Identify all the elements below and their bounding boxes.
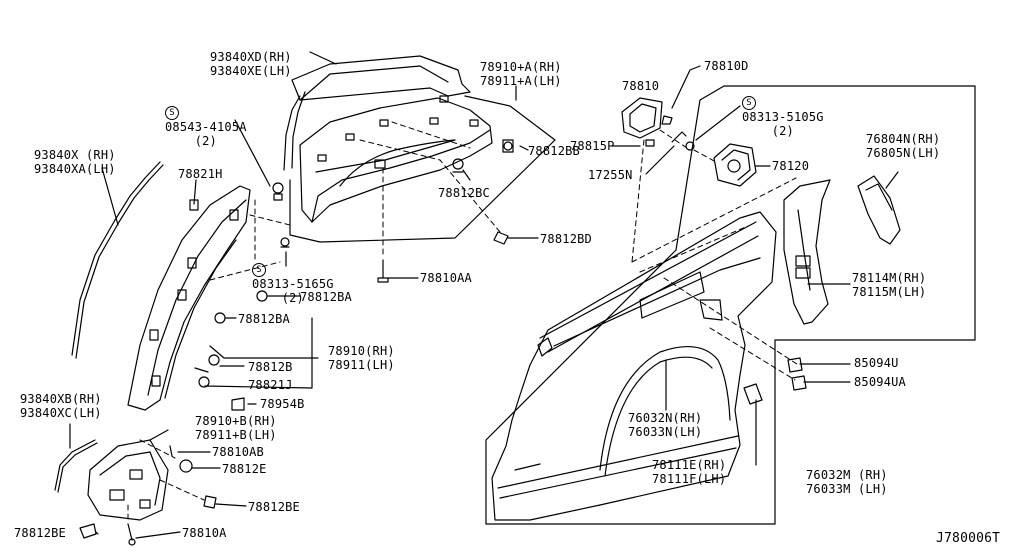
label-78812e: 78812E — [222, 462, 267, 476]
label-78810: 78810 — [622, 79, 660, 93]
thin-molding-93840x — [71, 161, 164, 359]
label-78812bc: 78812BC — [438, 186, 490, 200]
label-93840xb: 93840XB(RH)93840XC(LH) — [20, 392, 102, 420]
screw-78810aa — [377, 259, 389, 283]
label-78821j: 78821J — [248, 378, 293, 392]
dashed-guides-lower-left — [127, 439, 205, 523]
label-78120: 78120 — [772, 159, 810, 173]
label-17255n: 17255N — [588, 168, 633, 182]
label-78111e: 78111E(RH)78111F(LH) — [652, 458, 727, 486]
label-78812be-right: 78812BE — [248, 500, 300, 514]
splash-guard-78910b — [79, 439, 217, 546]
label-93840xd: 93840XD(RH)93840XE(LH) — [210, 50, 292, 78]
label-76804n: 76804N(RH)76805N(LH) — [866, 132, 941, 160]
trim-76804n — [857, 171, 901, 245]
label-85094ua: 85094UA — [854, 375, 906, 389]
inner-panel-78910a — [299, 95, 493, 223]
screw-mark-icon: S — [252, 263, 266, 277]
label-78114m: 78114M(RH)78115M(LH) — [852, 271, 927, 299]
label-78815p: 78815P — [570, 139, 615, 153]
label-78910: 78910(RH)78911(LH) — [328, 344, 395, 372]
label-78821h: 78821H — [178, 167, 223, 181]
arch-molding-78910 — [127, 185, 251, 411]
label-78812bd: 78812BD — [540, 232, 592, 246]
thin-strip-93840xb — [54, 423, 98, 493]
label-78910a: 78910+A(RH)78911+A(LH) — [480, 60, 562, 88]
label-78810d: 78810D — [704, 59, 749, 73]
label-78812bb: 78812BB — [528, 144, 580, 158]
fasteners-left — [198, 182, 290, 411]
dashed-guides-upper — [209, 121, 501, 281]
label-78812be-left: 78812BE — [14, 526, 66, 540]
box-outline-78910a — [289, 95, 556, 243]
label-78810aa: 78810AA — [420, 271, 472, 285]
label-78812b: 78812B — [248, 360, 293, 374]
screw-mark-icon: S — [165, 106, 179, 120]
label-93840x: 93840X (RH)93840XA(LH) — [34, 148, 116, 176]
screw-mark-icon: S — [742, 96, 756, 110]
leaders-lower-left — [95, 429, 247, 539]
label-76032m: 76032M (RH)76033M (LH) — [806, 468, 888, 496]
diagram-id: J780006T — [936, 531, 1001, 546]
pillar-78114m — [783, 179, 831, 325]
label-78954b: 78954B — [260, 397, 305, 411]
dashed-guides-right — [631, 129, 801, 381]
leaders-right — [611, 65, 851, 466]
label-78812ba-lower: 78812BA — [238, 312, 290, 326]
label-76032n: 76032N(RH)76033N(LH) — [628, 411, 703, 439]
label-78810ab: 78810AB — [212, 445, 264, 459]
top-molding-93840xd — [283, 55, 471, 171]
lamp-78120-and-parts — [621, 97, 807, 405]
quarter-panel-76032n — [491, 211, 777, 521]
clips-78812bb-bc — [452, 139, 514, 245]
leaders-upper-center — [309, 51, 539, 279]
label-78910b: 78910+B(RH)78911+B(LH) — [195, 414, 277, 442]
label-78812ba-upper: 78812BA — [300, 290, 352, 304]
box-outline-76032m — [485, 85, 976, 525]
leaders-left — [101, 119, 319, 405]
label-78810a: 78810A — [182, 526, 227, 540]
label-85094u: 85094U — [854, 356, 899, 370]
